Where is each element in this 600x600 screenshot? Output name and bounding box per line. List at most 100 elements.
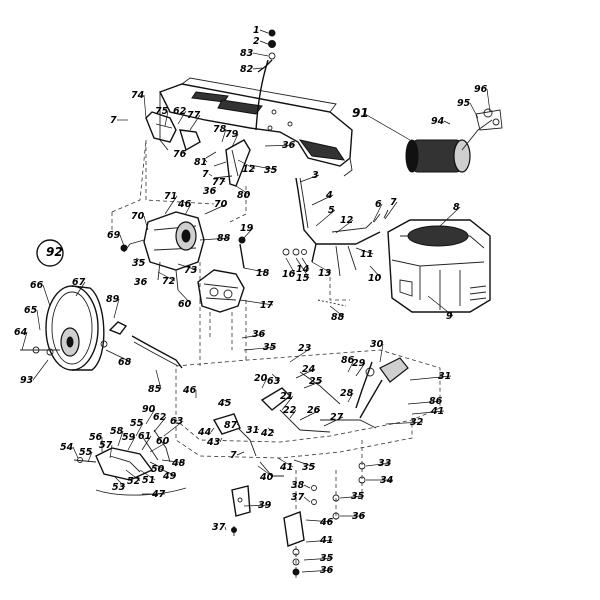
callout-label-c24: 24 xyxy=(302,364,316,375)
callout-label-c28: 28 xyxy=(340,388,354,399)
leader-line-c63a xyxy=(271,373,281,382)
callout-label-c53: 53 xyxy=(112,482,126,493)
callout-label-c74: 74 xyxy=(131,90,145,101)
rear-wheel xyxy=(20,285,105,371)
callout-label-c50: 50 xyxy=(151,464,165,475)
callout-label-c7b: 7 xyxy=(202,169,209,180)
leader-line-c12a xyxy=(237,159,256,170)
callout-label-c57: 57 xyxy=(99,440,113,451)
callout-label-c35d: 35 xyxy=(302,462,316,473)
callout-label-c70b: 70 xyxy=(214,199,228,210)
leader-line-c86b xyxy=(407,400,443,405)
callout-label-c17: 17 xyxy=(260,300,274,311)
leader-line-c30 xyxy=(379,343,384,363)
leader-line-c35a xyxy=(249,164,278,171)
leader-line-c4 xyxy=(311,194,334,206)
throttle-linkage xyxy=(282,177,389,307)
leader-line-c6 xyxy=(372,203,383,223)
leader-line-c71 xyxy=(164,195,178,215)
leader-line-c62a xyxy=(177,110,187,125)
callout-label-c73: 73 xyxy=(184,265,198,276)
leader-line-c66 xyxy=(42,284,51,307)
callout-label-c8: 8 xyxy=(453,202,460,213)
leader-line-c38 xyxy=(303,484,311,489)
leader-line-c53 xyxy=(113,475,126,488)
leader-lines xyxy=(21,29,491,573)
leader-line-c74 xyxy=(143,94,147,119)
leader-line-c41a xyxy=(411,410,445,415)
leader-line-c70b xyxy=(204,203,228,215)
callout-label-c58: 58 xyxy=(110,426,124,437)
leader-line-c26 xyxy=(299,409,321,421)
callout-label-c13: 13 xyxy=(318,268,332,279)
callout-label-c93: 93 xyxy=(20,375,34,386)
leader-line-c69 xyxy=(119,234,125,247)
callout-label-c89: 89 xyxy=(106,294,120,305)
leader-line-c89 xyxy=(113,298,120,319)
leader-line-c55a xyxy=(135,422,144,437)
leader-line-c23 xyxy=(289,347,312,363)
callout-label-c86b: 86 xyxy=(429,396,443,407)
callout-label-c88b: 88 xyxy=(331,312,345,323)
fasteners-right xyxy=(311,440,366,520)
leader-line-c50 xyxy=(149,461,165,470)
callout-label-c33: 33 xyxy=(378,458,392,469)
callout-label-c55a: 55 xyxy=(130,418,144,429)
transmission-unit xyxy=(111,211,205,300)
leader-line-c25 xyxy=(303,380,323,389)
callout-label-c3: 3 xyxy=(312,170,319,181)
leader-line-c65 xyxy=(36,309,41,331)
leader-line-c70a xyxy=(143,215,149,231)
leader-line-c77b xyxy=(221,179,226,183)
leader-line-c41c xyxy=(305,539,334,543)
leader-line-c2 xyxy=(259,40,269,45)
leader-line-c32 xyxy=(385,421,424,425)
callout-label-c7c: 7 xyxy=(390,197,397,208)
callout-label-c62b: 62 xyxy=(153,412,167,423)
callout-label-c77a: 77 xyxy=(187,110,201,121)
dashboard-panel xyxy=(159,59,353,177)
callout-label-c40: 40 xyxy=(259,472,274,483)
callout-label-c88a: 88 xyxy=(217,233,231,244)
leader-line-c46c xyxy=(305,519,334,523)
leader-line-c72 xyxy=(157,271,176,282)
callout-label-c7d: 7 xyxy=(230,450,237,461)
callout-label-c56: 56 xyxy=(89,432,103,443)
leader-line-c68 xyxy=(105,349,132,363)
leader-line-c7c xyxy=(384,201,398,220)
callout-label-c82: 82 xyxy=(240,64,254,75)
leader-line-c3 xyxy=(299,174,320,183)
callout-label-c35b: 35 xyxy=(132,258,146,269)
callout-label-c9: 9 xyxy=(446,311,453,322)
leader-line-c60b xyxy=(149,440,170,453)
callout-label-c6: 6 xyxy=(375,199,382,210)
leader-line-c7d xyxy=(236,451,245,456)
leader-line-c75 xyxy=(164,110,169,127)
leader-line-c36b xyxy=(211,189,217,192)
callout-label-c39: 39 xyxy=(258,500,272,511)
callout-label-c25: 25 xyxy=(309,376,323,387)
pedal-assembly xyxy=(260,357,409,433)
callout-label-c35f: 35 xyxy=(320,553,334,564)
leader-line-c40 xyxy=(257,465,274,478)
callout-label-c36f: 36 xyxy=(320,565,334,576)
leader-line-c78 xyxy=(221,128,227,143)
callout-label-c60: 60 xyxy=(178,299,192,310)
callout-label-c65: 65 xyxy=(24,305,38,316)
callout-label-c44: 44 xyxy=(197,427,212,438)
leader-line-c44 xyxy=(210,427,215,433)
leader-line-c9 xyxy=(427,295,454,317)
callout-label-c78: 78 xyxy=(213,124,227,135)
leader-line-c86a xyxy=(347,359,355,373)
leader-line-c67 xyxy=(75,281,86,297)
callout-label-c31b: 31 xyxy=(246,425,259,436)
callout-label-c41c: 41 xyxy=(319,535,333,546)
callout-label-c37a: 37 xyxy=(291,492,305,503)
callout-label-c91: 91 xyxy=(352,106,369,120)
callout-label-c5: 5 xyxy=(328,205,335,216)
callout-label-c23: 23 xyxy=(298,343,312,354)
leader-line-c95 xyxy=(469,102,479,119)
callout-label-c68: 68 xyxy=(118,357,132,368)
leader-line-c96 xyxy=(486,88,491,113)
callout-label-c86a: 86 xyxy=(341,355,355,366)
